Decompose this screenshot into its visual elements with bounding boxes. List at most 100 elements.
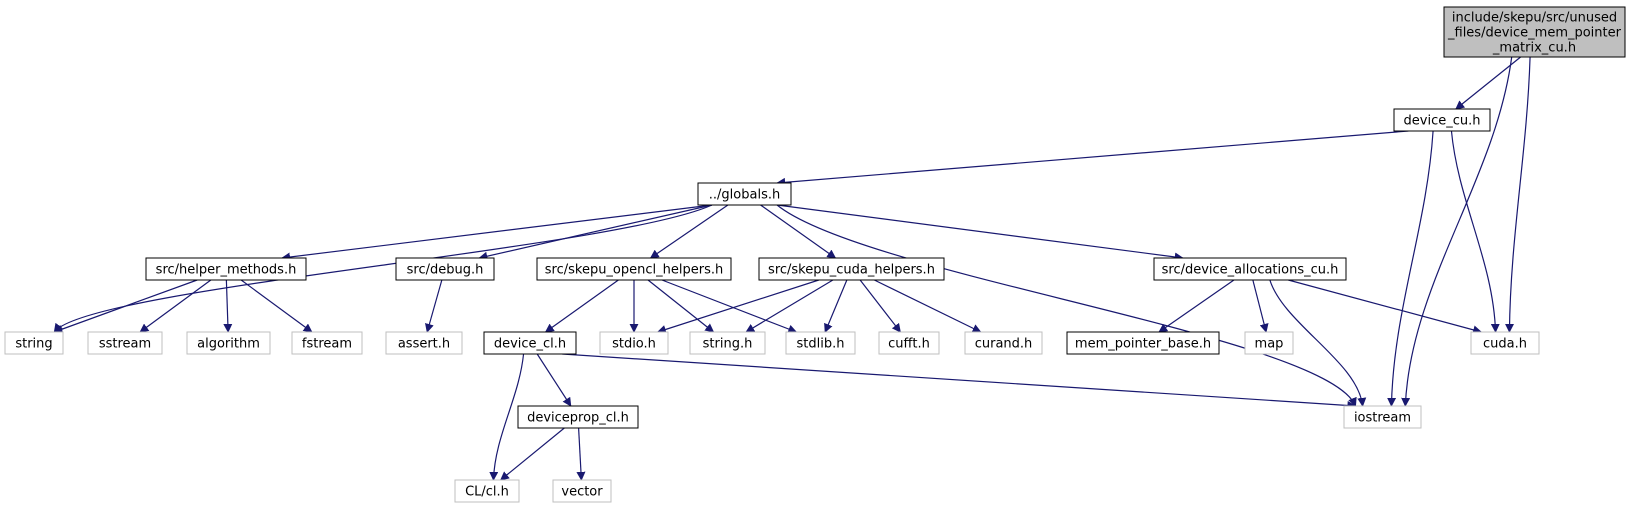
node-label: string.h	[703, 337, 753, 352]
node-box	[964, 331, 1043, 355]
edge-device_cu-to-iostream	[1387, 130, 1434, 407]
node-label: vector	[561, 485, 603, 500]
edge-globals-to-cuda_helpers	[760, 204, 837, 259]
edge-device_cu-to-cuda	[1450, 130, 1500, 333]
node-label: deviceprop_cl.h	[527, 411, 629, 426]
node-assert: assert.h	[385, 331, 463, 355]
node-label: src/device_allocations_cu.h	[1162, 263, 1339, 278]
edge-helper_methods-to-fstream	[240, 279, 313, 333]
edge-globals-to-string	[53, 204, 713, 333]
node-stdlib: stdlib.h	[785, 331, 856, 355]
node-label: curand.h	[975, 337, 1033, 352]
edge-dev_alloc-to-iostream	[1269, 279, 1367, 407]
node-box	[1343, 405, 1422, 429]
node-label-line: _matrix_cu.h	[1492, 41, 1576, 56]
node-algorithm: algorithm	[186, 331, 271, 355]
node-label: string	[15, 337, 52, 352]
node-cuda-helpers[interactable]: src/skepu_cuda_helpers.h	[758, 257, 945, 281]
node-box	[454, 479, 520, 503]
edge-cuda_helpers-to-stdio	[656, 279, 820, 334]
edge-device_cl-to-deviceprop_cl	[536, 353, 572, 407]
edge-globals-to-iostream	[776, 204, 1357, 407]
node-sstream: sstream	[87, 331, 163, 355]
edge-layer	[53, 56, 1531, 481]
edge-cuda_helpers-to-stdlib	[824, 279, 848, 333]
node-box	[758, 257, 945, 281]
node-label: src/skepu_cuda_helpers.h	[768, 263, 935, 278]
node-mem-pointer-base[interactable]: mem_pointer_base.h	[1066, 331, 1220, 355]
edge-cuda_helpers-to-curand	[874, 279, 982, 333]
node-dev-alloc[interactable]: src/device_allocations_cu.h	[1153, 257, 1347, 281]
node-box	[385, 331, 463, 355]
node-box	[689, 331, 766, 355]
node-cufft: cufft.h	[878, 331, 940, 355]
node-label: iostream	[1354, 411, 1411, 426]
node-box	[697, 182, 792, 206]
edge-globals-to-debug	[478, 204, 713, 261]
node-root[interactable]: include/skepu/src/unused_files/device_me…	[1443, 6, 1626, 58]
node-vector: vector	[552, 479, 612, 503]
node-string: string	[4, 331, 64, 355]
node-label: sstream	[99, 337, 151, 352]
node-box	[552, 479, 612, 503]
edge-deviceprop_cl-to-vector	[576, 427, 586, 481]
node-label: mem_pointer_base.h	[1075, 337, 1211, 352]
node-box	[291, 331, 363, 355]
node-box	[1244, 331, 1294, 355]
edge-dev_alloc-to-mem_pointer_base	[1158, 279, 1235, 333]
node-curand: curand.h	[964, 331, 1043, 355]
edge-root-to-iostream	[1401, 56, 1513, 407]
node-helper-methods[interactable]: src/helper_methods.h	[145, 257, 307, 281]
node-string-h: string.h	[689, 331, 766, 355]
node-label: ../globals.h	[709, 188, 780, 203]
edge-root-to-cuda	[1505, 56, 1531, 333]
node-box	[1153, 257, 1347, 281]
node-box	[1443, 6, 1626, 58]
edge-helper_methods-to-algorithm	[223, 279, 233, 333]
node-device-cu[interactable]: device_cu.h	[1393, 108, 1491, 132]
node-label: src/skepu_opencl_helpers.h	[545, 263, 723, 278]
node-label: map	[1255, 337, 1284, 352]
node-box	[785, 331, 856, 355]
node-box	[1470, 331, 1540, 355]
node-globals[interactable]: ../globals.h	[697, 182, 792, 206]
node-label: algorithm	[197, 337, 260, 352]
node-stdio: stdio.h	[599, 331, 669, 355]
edge-debug-to-assert	[425, 279, 443, 333]
edge-deviceprop_cl-to-cl_cl	[499, 427, 565, 481]
node-debug[interactable]: src/debug.h	[395, 257, 495, 281]
node-deviceprop-cl[interactable]: deviceprop_cl.h	[517, 405, 639, 429]
edge-device_cu-to-globals	[776, 130, 1409, 187]
edge-dev_alloc-to-map	[1252, 279, 1269, 333]
node-box	[536, 257, 732, 281]
node-layer: include/skepu/src/unused_files/device_me…	[4, 6, 1626, 503]
node-label: device_cu.h	[1404, 114, 1481, 129]
edge-device_cl-to-cl_cl	[489, 353, 525, 481]
edge-cuda_helpers-to-cufft	[859, 279, 901, 333]
node-box	[599, 331, 669, 355]
node-label-line: _files/device_mem_pointer	[1447, 26, 1622, 41]
edge-dev_alloc-to-cuda	[1288, 279, 1483, 335]
node-label: stdlib.h	[797, 337, 845, 352]
node-box	[1066, 331, 1220, 355]
node-box	[186, 331, 271, 355]
node-box	[145, 257, 307, 281]
node-label: src/helper_methods.h	[156, 263, 297, 278]
node-box	[878, 331, 940, 355]
node-label: cufft.h	[888, 337, 930, 352]
edge-opencl_helpers-to-stdlib	[661, 279, 798, 334]
node-label: device_cl.h	[494, 337, 566, 352]
node-cl-cl: CL/cl.h	[454, 479, 520, 503]
edge-globals-to-helper_methods	[281, 204, 713, 262]
node-label: src/debug.h	[407, 263, 484, 278]
node-label: CL/cl.h	[465, 485, 509, 500]
node-opencl-helpers[interactable]: src/skepu_opencl_helpers.h	[536, 257, 732, 281]
node-label: cuda.h	[1483, 337, 1527, 352]
node-label: assert.h	[398, 337, 450, 352]
node-box	[1393, 108, 1491, 132]
node-box	[87, 331, 163, 355]
edge-globals-to-opencl_helpers	[649, 204, 729, 259]
node-box	[4, 331, 64, 355]
edge-helper_methods-to-sstream	[139, 279, 212, 333]
node-device-cl[interactable]: device_cl.h	[483, 331, 577, 355]
